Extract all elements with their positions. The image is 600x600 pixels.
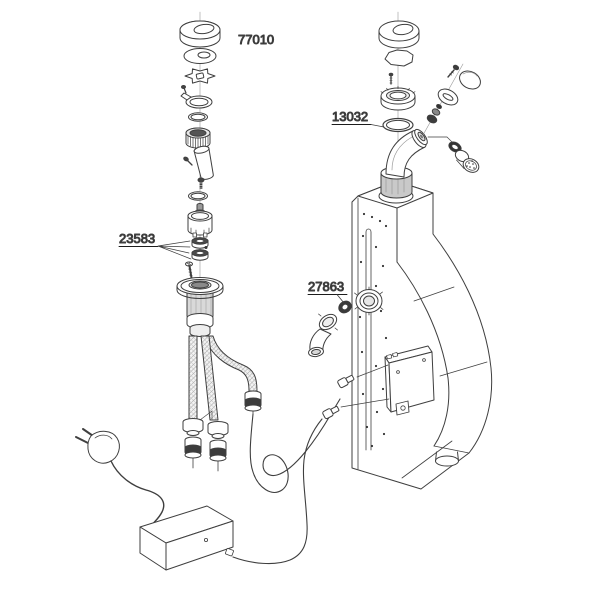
- tank-body: [351, 180, 493, 490]
- spout-tip: [411, 128, 428, 148]
- part-number-77010: 77010: [238, 32, 274, 47]
- inlet-gasket: [338, 300, 352, 314]
- panel-channel: [365, 228, 372, 451]
- escutcheon-gasket: [384, 49, 414, 67]
- adapter-cable-nub: [225, 548, 234, 557]
- aerator-ring: [437, 88, 459, 106]
- grub-screw: [388, 72, 394, 85]
- ceramic-cartridge: [187, 203, 213, 238]
- power-plug: [75, 428, 120, 464]
- filter-insert-middle: [209, 439, 227, 472]
- part-labels: 77010 13032 23583 27863: [119, 32, 385, 304]
- knurled-ring-nut: [185, 127, 211, 149]
- panel-screw-holes: [358, 212, 388, 448]
- part-number-27863: 27863: [308, 279, 344, 294]
- inlet-port: [354, 286, 384, 316]
- handle-cap: [179, 20, 221, 48]
- handle-grip: [193, 145, 214, 180]
- cap-base-plate: [183, 48, 217, 64]
- leader-13032: [370, 124, 385, 128]
- cable-connector-lower: [322, 398, 390, 420]
- control-box: [384, 345, 435, 416]
- adapter-led: [203, 538, 208, 543]
- cover-ring: [378, 20, 420, 49]
- tap-shank: [176, 277, 224, 337]
- bearing-ring: [380, 86, 416, 111]
- fixing-screw: [185, 261, 193, 279]
- fixing-set: [191, 237, 209, 261]
- braided-hoses: [188, 335, 258, 423]
- fitting-bracket-line: [199, 410, 213, 421]
- hose-fitting-left: [182, 418, 204, 436]
- leaders-23583: [157, 240, 192, 260]
- part-number-13032: 13032: [332, 109, 368, 124]
- filter-insert-left: [184, 436, 202, 469]
- lever-clamp: [180, 85, 213, 109]
- tank-front-curve: [396, 261, 450, 447]
- braided-hose-middle: [200, 335, 219, 421]
- tank-foot: [435, 451, 459, 467]
- aerator-screen: [462, 158, 480, 173]
- o-ring-lower: [188, 191, 208, 201]
- inlet-elbow: [308, 313, 338, 358]
- grip-side-screw: [183, 156, 193, 166]
- spout-o-ring: [382, 117, 414, 133]
- swivel-spout: [380, 128, 428, 199]
- sensor-cable: [249, 398, 341, 493]
- aerator-bracket-line: [427, 136, 453, 143]
- leader-27863: [336, 294, 345, 304]
- braided-hose-left: [188, 335, 198, 423]
- aerator-cap: [459, 70, 481, 90]
- cable-connector-upper: [337, 364, 389, 389]
- plug-cable: [110, 460, 165, 527]
- aerator-insert: [426, 103, 442, 124]
- adapter-cable: [232, 418, 323, 565]
- handle-adapter-star: [184, 68, 216, 84]
- aerator-kit-o-ring: [448, 141, 462, 153]
- hose-fitting-curved: [244, 390, 262, 415]
- set-screw: [197, 177, 205, 189]
- hose-fitting-middle: [207, 421, 229, 439]
- power-adapter: [139, 505, 234, 571]
- o-ring-upper: [188, 112, 208, 122]
- aerator-screw: [447, 64, 460, 78]
- part-number-23583: 23583: [119, 231, 155, 246]
